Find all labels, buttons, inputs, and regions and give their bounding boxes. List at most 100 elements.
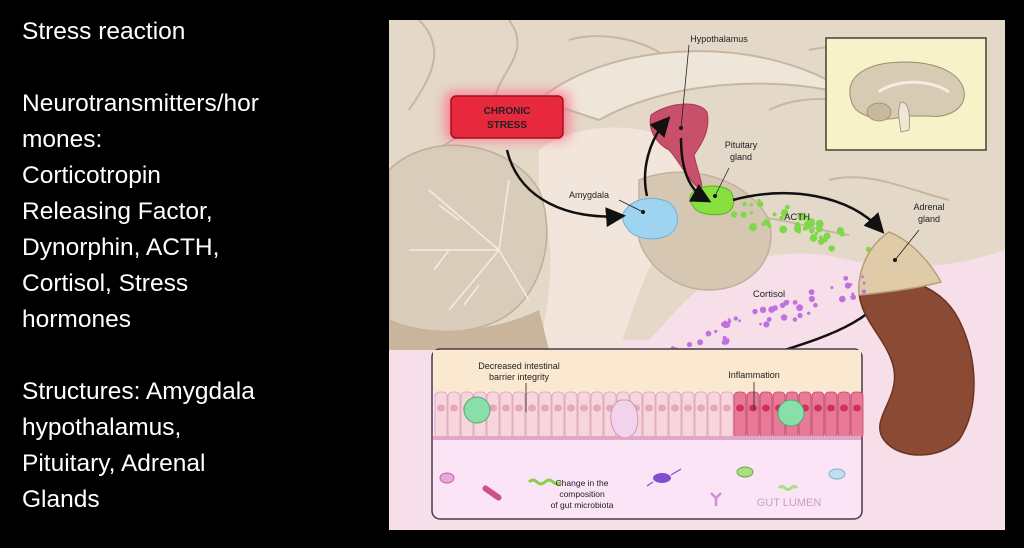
epithelial-cell	[577, 391, 591, 439]
epithelial-cell	[642, 391, 656, 439]
basement-line	[433, 436, 861, 440]
cortisol-particle	[779, 302, 786, 308]
acth-particle	[752, 223, 757, 228]
cerebellum-lower	[389, 310, 549, 350]
acth-particle	[800, 213, 808, 221]
cortisol-particle	[752, 309, 757, 314]
structures-line: Glands	[22, 486, 100, 513]
goblet-cell	[610, 399, 639, 439]
cortisol-particle	[725, 338, 730, 343]
cortisol-particle	[686, 341, 693, 348]
gut-lumen-label: GUT LUMEN	[757, 497, 822, 509]
adrenal-label-2: gland	[918, 214, 940, 224]
adrenal-leader	[894, 229, 920, 261]
structures-line: hypothalamus,	[22, 414, 182, 441]
cortisol-particle	[850, 294, 856, 301]
inflamed-cell	[850, 391, 864, 439]
slide-title: Stress reaction	[22, 18, 186, 45]
inflammation-label: Inflammation	[728, 370, 780, 380]
cortisol-particle	[738, 319, 742, 323]
adrenal-label-1: Adrenal	[913, 202, 944, 212]
structures-line: Pituitary, Adrenal	[22, 450, 206, 477]
microbiota-label-2: composition	[559, 489, 605, 499]
pituitary-label-2: gland	[730, 152, 752, 162]
acth-particle	[823, 232, 831, 240]
epithelial-cell	[564, 391, 578, 439]
cortisol-particle	[786, 300, 790, 304]
epithelial-cell	[512, 391, 526, 439]
acth-particle	[793, 225, 802, 233]
pons	[638, 171, 772, 291]
epithelial-cell	[499, 391, 513, 439]
acth-particle	[780, 209, 789, 217]
acth-particle	[828, 245, 835, 252]
inflamed-cell	[824, 391, 838, 439]
barrier-label-1: Decreased intestinal	[478, 361, 560, 371]
inflamed-cell	[746, 391, 760, 439]
neurotransmitters-line: Neurotransmitters/hor	[22, 90, 259, 117]
cortisol-particle	[768, 306, 775, 313]
acth-particle	[742, 201, 747, 207]
kidney-shape	[858, 279, 975, 456]
chronic-stress-label-2: STRESS	[487, 120, 527, 131]
stress-axis-illustration: CHRONIC STRESS Hypothalamus Amygdala Pit…	[389, 20, 1005, 530]
chronic-stress-box	[450, 95, 564, 139]
neurotransmitters-block: Neurotransmitters/hor mones: Corticotrop…	[22, 86, 367, 338]
cortisol-particle	[843, 275, 849, 281]
cortisol-particle	[723, 320, 727, 324]
pituitary-label-1: Pituitary	[725, 140, 758, 150]
cortisol-particle	[759, 322, 762, 326]
cortisol-particle	[830, 286, 834, 290]
cortisol-particle	[792, 317, 798, 322]
cortisol-particle	[861, 275, 864, 279]
cortisol-particle	[759, 306, 767, 313]
pituitary-leader	[714, 167, 730, 197]
microbiota-label-3: of gut microbiota	[551, 500, 614, 510]
acth-particle	[740, 211, 747, 218]
epithelial-cell	[538, 391, 552, 439]
inset-brain-icon	[849, 61, 965, 133]
acth-particle	[767, 224, 772, 228]
hypothalamus-to-pituitary-arrow	[679, 137, 712, 203]
acth-particle	[818, 235, 823, 240]
inflamed-cell	[811, 391, 825, 439]
neurotransmitters-line: Cortisol, Stress	[22, 270, 189, 297]
acth-particle	[730, 211, 738, 218]
inflamed-cell	[837, 391, 851, 439]
acth-particle	[761, 221, 766, 227]
cortisol-particle	[727, 318, 731, 322]
cortisol-particle	[763, 321, 770, 328]
acth-label: ACTH	[784, 212, 810, 223]
neurotransmitters-line: Corticotropin	[22, 162, 161, 189]
epithelial-cell	[590, 391, 604, 439]
neurotransmitters-line: hormones	[22, 306, 131, 333]
chronic-stress-label-1: CHRONIC	[484, 106, 531, 117]
cortisol-particle	[780, 314, 788, 321]
cortisol-particle	[733, 316, 738, 321]
acth-particle	[749, 211, 754, 215]
slide-text: Stress reaction Neurotransmitters/hor mo…	[22, 14, 367, 518]
amygdala-to-hypothalamus-arrow	[643, 116, 671, 197]
spacer	[22, 338, 367, 374]
cortisol-label: Cortisol	[753, 289, 785, 300]
acth-particle	[840, 231, 846, 237]
neurotransmitters-line: Releasing Factor,	[22, 198, 213, 225]
structures-line: Structures: Amygdala	[22, 378, 255, 405]
epithelial-cell	[707, 391, 721, 439]
cortisol-particle	[862, 281, 866, 285]
cortisol-particle	[714, 329, 718, 333]
cortisol-particle	[796, 304, 803, 312]
cortisol-particle	[697, 339, 704, 346]
epithelial-cell	[681, 391, 695, 439]
cortisol-particle	[808, 289, 815, 295]
amygdala-leader	[618, 199, 644, 213]
cortisol-particle	[792, 300, 798, 305]
acth-particle	[749, 203, 754, 207]
cortisol-particle	[705, 330, 712, 337]
acth-particle	[772, 212, 777, 217]
acth-particle	[757, 201, 764, 208]
spacer	[22, 50, 367, 86]
immune-cell	[777, 399, 805, 427]
cortisol-particle	[844, 282, 851, 289]
acth-particle	[809, 234, 818, 242]
